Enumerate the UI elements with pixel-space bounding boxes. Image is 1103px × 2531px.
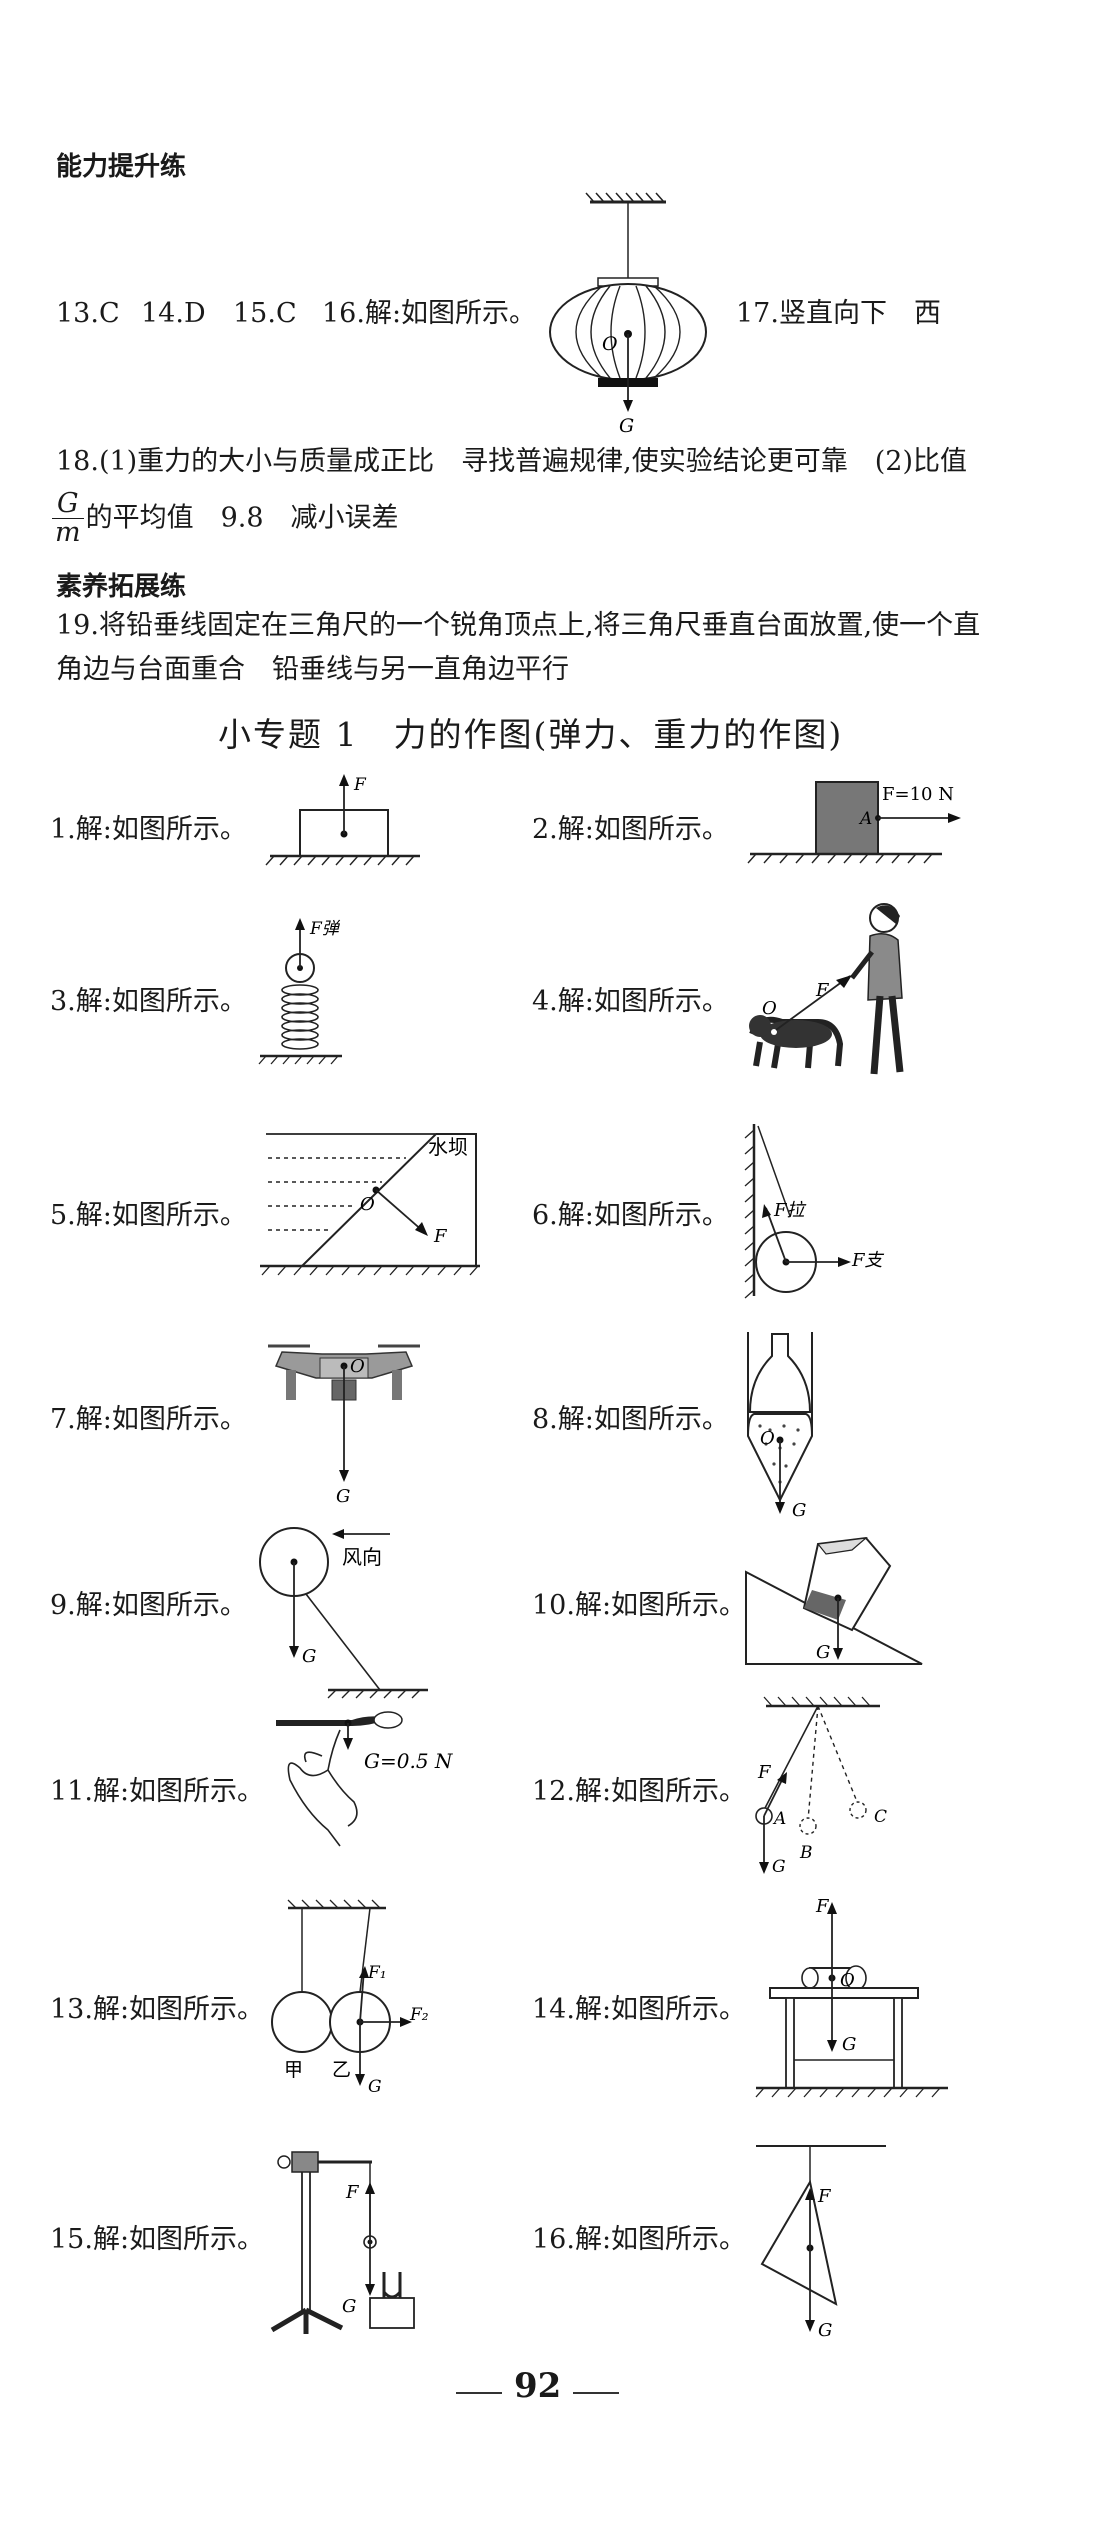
- label-F2: F₂: [409, 2005, 429, 2025]
- label-G: G: [342, 2296, 356, 2317]
- answer-15: 15.C: [233, 298, 297, 329]
- section-heading-ability: 能力提升练: [56, 152, 187, 182]
- fig-5-dam: O F 水坝: [260, 1133, 480, 1276]
- label-G: G: [302, 1646, 316, 1667]
- answer-13: 13.C: [56, 298, 120, 329]
- label-F-la: F拉: [773, 1200, 806, 1221]
- label-O: O: [602, 333, 618, 355]
- divider: [573, 2391, 620, 2394]
- label-B: B: [799, 1843, 813, 1863]
- label-O: O: [760, 1428, 775, 1449]
- fig-4-dog-walk: O F: [749, 903, 904, 1075]
- item-3: 3.解:如图所示。: [50, 986, 247, 1017]
- item-14: 14.解:如图所示。: [532, 1994, 747, 2025]
- fig-11-hand-spoon: G=0.5 N: [276, 1711, 454, 1847]
- label-F: F: [757, 1762, 772, 1783]
- label-G: G: [816, 1642, 830, 1663]
- fig-2-block: A F=10 N: [747, 781, 961, 864]
- answer-17: 17.竖直向下 西: [736, 298, 941, 329]
- answer-16: 16.解:如图所示。: [322, 298, 537, 329]
- label-O: O: [350, 1356, 365, 1377]
- answer-19-line1: 19.将铅垂线固定在三角尺的一个锐角顶点上,将三角尺垂直台面放置,使一个直: [56, 610, 981, 641]
- fig-6-wall-ball: F拉 F支: [744, 1124, 884, 1299]
- fig-12-pendulum: F A B C G: [755, 1696, 887, 1877]
- answer-14: 14.D: [141, 298, 206, 329]
- item-1: 1.解:如图所示。: [50, 814, 247, 845]
- item-11: 11.解:如图所示。: [50, 1776, 265, 1807]
- label-O: O: [762, 998, 777, 1019]
- label-G: G: [842, 2034, 856, 2055]
- label-A: A: [858, 809, 872, 829]
- fig-10-incline: G: [745, 1536, 923, 1665]
- label-F: F: [815, 1896, 830, 1917]
- label-wind: 风向: [342, 1545, 382, 1569]
- fig-16-triangle: F G: [756, 2145, 886, 2341]
- divider: [456, 2391, 502, 2394]
- fig-9-balloon: G 风向: [259, 1527, 428, 1699]
- label-G: G: [619, 415, 634, 437]
- page-number: 92: [514, 2366, 562, 2406]
- fig-13-two-balls: F₁ F₂ G 甲 乙: [271, 1899, 429, 2097]
- label-F-zhi: F支: [851, 1250, 884, 1271]
- label-F: F: [433, 1226, 448, 1247]
- lantern-figure: O G: [549, 192, 707, 437]
- answer-19-line2: 角边与台面重合 铅垂线与另一直角边平行: [56, 654, 569, 685]
- item-9: 9.解:如图所示。: [50, 1590, 247, 1621]
- fig-1-box: F: [265, 774, 420, 866]
- label-G: G: [818, 2320, 832, 2341]
- label-G: G: [792, 1500, 806, 1521]
- item-12: 12.解:如图所示。: [532, 1776, 747, 1807]
- label-F: F: [353, 775, 367, 795]
- label-G: G: [336, 1486, 350, 1507]
- answer-18-line1: 18.(1)重力的大小与质量成正比 寻找普遍规律,使实验结论更可靠 (2)比值: [56, 446, 968, 477]
- label-F: F: [815, 980, 830, 1001]
- label-F: F: [817, 2186, 832, 2207]
- label-F-10N: F=10 N: [882, 784, 954, 805]
- item-8: 8.解:如图所示。: [532, 1404, 729, 1435]
- topic-title: 小专题 1 力的作图(弹力、重力的作图): [218, 715, 844, 754]
- label-jia: 甲: [284, 2059, 303, 2081]
- label-G-05N: G=0.5 N: [364, 1749, 454, 1773]
- label-G: G: [368, 2077, 382, 2097]
- item-5: 5.解:如图所示。: [50, 1200, 247, 1231]
- label-F-tan: F弹: [309, 919, 341, 939]
- fig-8-bottle: O G: [746, 1332, 814, 1521]
- section-heading-literacy: 素养拓展练: [56, 572, 187, 602]
- item-16: 16.解:如图所示。: [532, 2224, 747, 2255]
- label-O: O: [360, 1194, 375, 1215]
- page-number-footer: 92: [444, 2366, 631, 2406]
- label-yi: 乙: [332, 2059, 351, 2081]
- label-F1: F₁: [367, 1963, 387, 1983]
- label-C: C: [874, 1807, 887, 1827]
- label-G: G: [772, 1857, 786, 1877]
- item-2: 2.解:如图所示。: [532, 814, 729, 845]
- label-F: F: [345, 2182, 360, 2203]
- label-A: A: [772, 1809, 786, 1829]
- item-15: 15.解:如图所示。: [50, 2224, 265, 2255]
- label-O: O: [840, 1970, 855, 1991]
- item-6: 6.解:如图所示。: [532, 1200, 729, 1231]
- label-dam: 水坝: [428, 1135, 468, 1159]
- item-7: 7.解:如图所示。: [50, 1404, 247, 1435]
- fig-3-spring: F弹: [258, 918, 342, 1065]
- fig-15-stand: F G: [270, 2151, 415, 2334]
- item-13: 13.解:如图所示。: [50, 1994, 265, 2025]
- item-4: 4.解:如图所示。: [532, 986, 729, 1017]
- fig-14-table: F O G: [755, 1896, 948, 2098]
- item-10: 10.解:如图所示。: [532, 1590, 747, 1621]
- fig-7-drone: O G: [268, 1344, 420, 1507]
